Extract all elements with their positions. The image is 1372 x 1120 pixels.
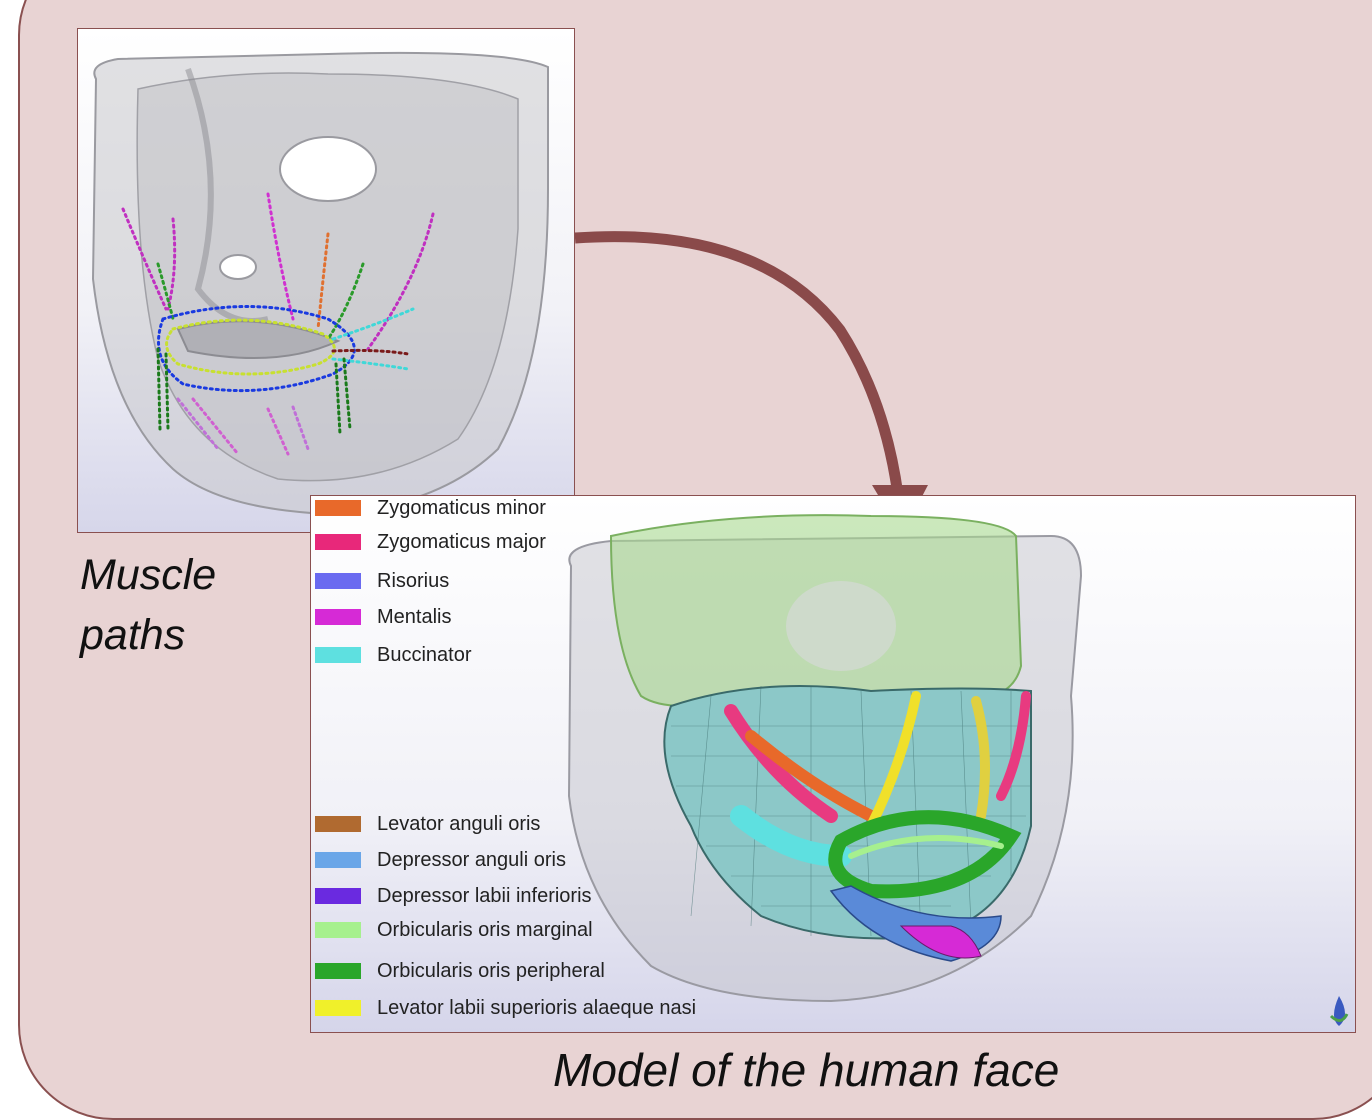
legend-swatch — [315, 500, 361, 516]
legend-item: Orbicularis oris peripheral — [315, 960, 605, 982]
legend-item: Levator labii superioris alaeque nasi — [315, 997, 696, 1019]
legend-label: Depressor anguli oris — [377, 849, 566, 872]
legend-swatch — [315, 647, 361, 663]
muscle-paths-caption: Muscle paths — [80, 545, 280, 665]
legend-swatch — [315, 816, 361, 832]
legend-label: Zygomaticus major — [377, 531, 546, 554]
legend-swatch — [315, 1000, 361, 1016]
face-model-image: Zygomaticus minor Zygomaticus major Riso… — [310, 495, 1356, 1033]
model-caption: Model of the human face — [553, 1043, 1059, 1097]
legend-swatch — [315, 852, 361, 868]
legend-swatch — [315, 963, 361, 979]
legend-swatch — [315, 573, 361, 589]
legend-label: Zygomaticus minor — [377, 497, 546, 520]
legend-swatch — [315, 888, 361, 904]
legend-item: Depressor anguli oris — [315, 849, 566, 871]
legend-item: Risorius — [315, 570, 449, 592]
legend-item: Levator anguli oris — [315, 813, 540, 835]
legend-swatch — [315, 609, 361, 625]
legend-label: Levator anguli oris — [377, 813, 540, 836]
legend-label: Risorius — [377, 570, 449, 593]
legend-label: Orbicularis oris peripheral — [377, 960, 605, 983]
face-model-render — [311, 496, 1356, 1033]
legend-label: Orbicularis oris marginal — [377, 919, 593, 942]
legend-item: Zygomaticus major — [315, 531, 546, 553]
legend-item: Zygomaticus minor — [315, 497, 546, 519]
legend-label: Levator labii superioris alaeque nasi — [377, 997, 696, 1020]
legend-item: Depressor labii inferioris — [315, 885, 592, 907]
legend-item: Orbicularis oris marginal — [315, 919, 593, 941]
legend-swatch — [315, 922, 361, 938]
legend-swatch — [315, 534, 361, 550]
muscle-paths-image — [77, 28, 575, 533]
legend-label: Depressor labii inferioris — [377, 885, 592, 908]
legend-item: Buccinator — [315, 644, 472, 666]
legend-label: Mentalis — [377, 606, 451, 629]
muscle-paths-render — [78, 29, 575, 533]
legend-item: Mentalis — [315, 606, 451, 628]
legend-label: Buccinator — [377, 644, 472, 667]
